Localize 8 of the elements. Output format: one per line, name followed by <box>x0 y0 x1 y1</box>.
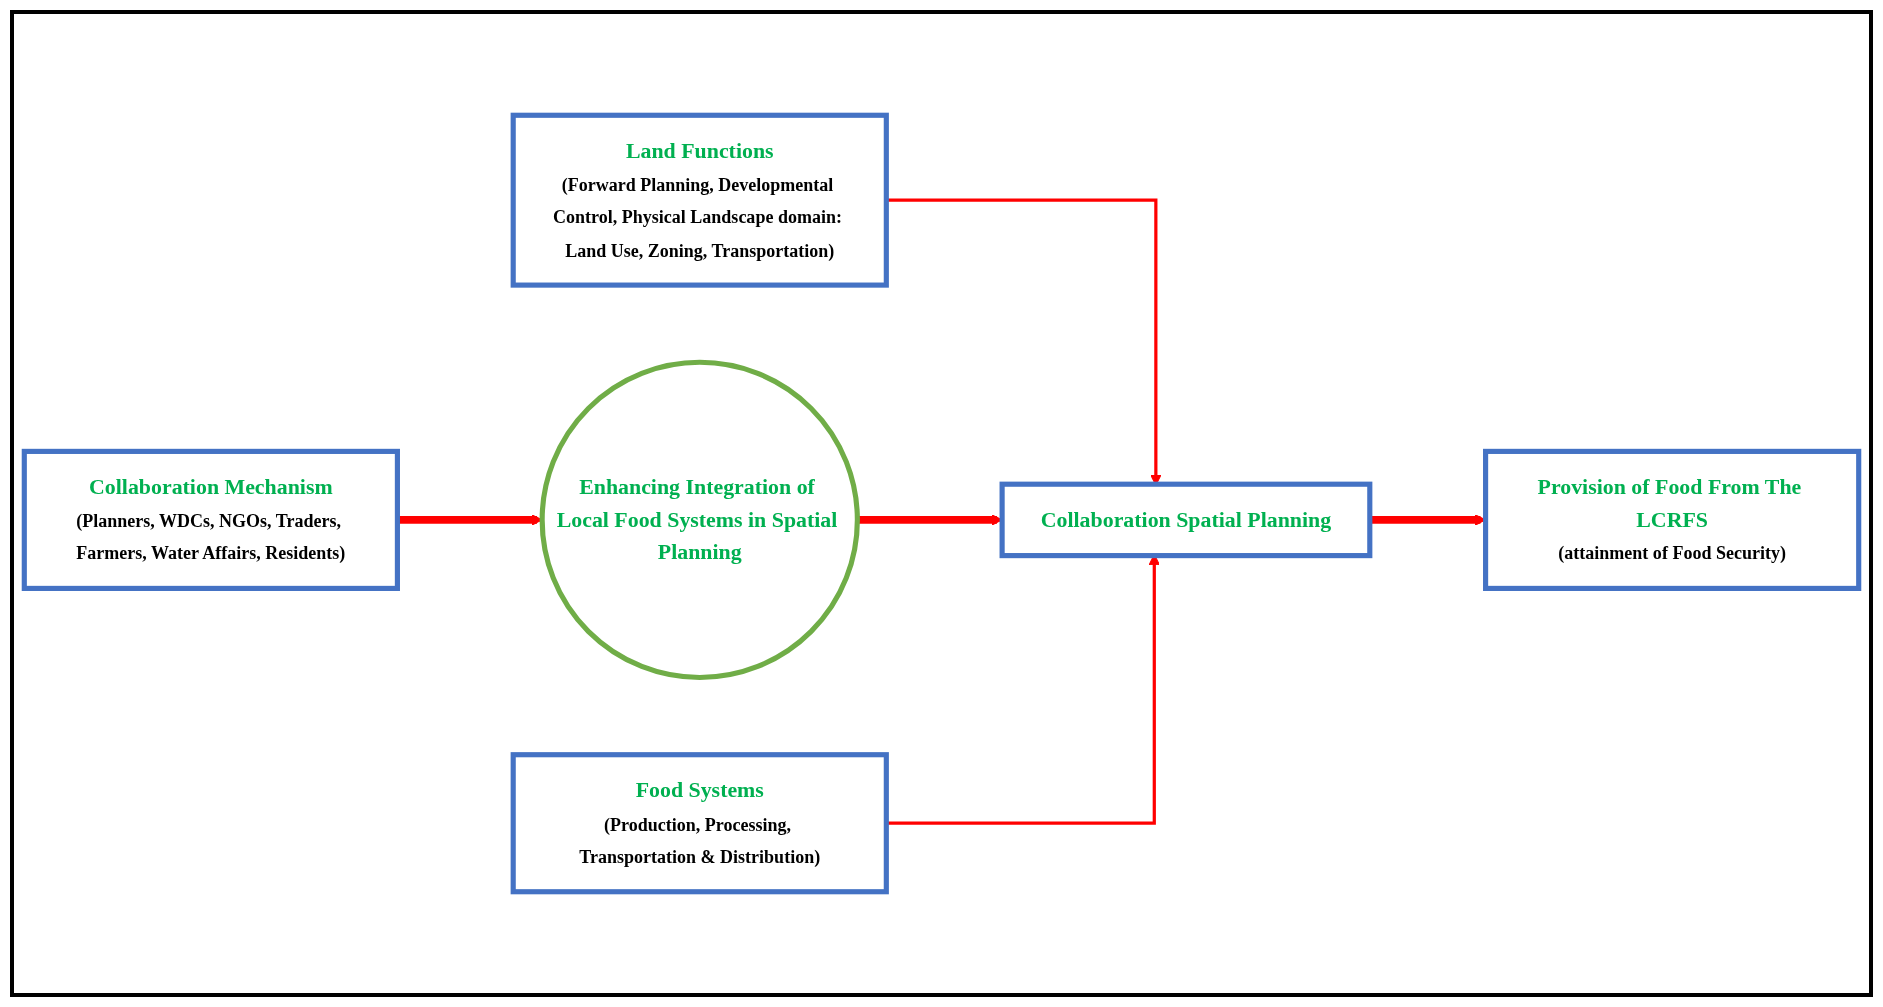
node-box: Land Functions (Forward Planning, Developmental Control, Physical Landscape domain: Land Use, Zoning, Transportation) <box>510 112 889 288</box>
node-box: Provision of Food From The LCRFS (attainment of Food Security) <box>1483 448 1862 591</box>
node-box: Collaboration Spatial Planning <box>999 481 1373 559</box>
arrow <box>857 514 1003 526</box>
node-box: Food Systems (Production, Processing, Transportation & Distribution) <box>510 752 889 895</box>
arrow <box>397 514 543 526</box>
node-circle: Enhancing Integration of Local Food Systems in Spatial Planning <box>539 359 860 681</box>
node-box: Collaboration Mechanism (Planners, WDCs, NGOs, Traders, Farmers, Water Affairs, Residents) <box>21 448 400 591</box>
